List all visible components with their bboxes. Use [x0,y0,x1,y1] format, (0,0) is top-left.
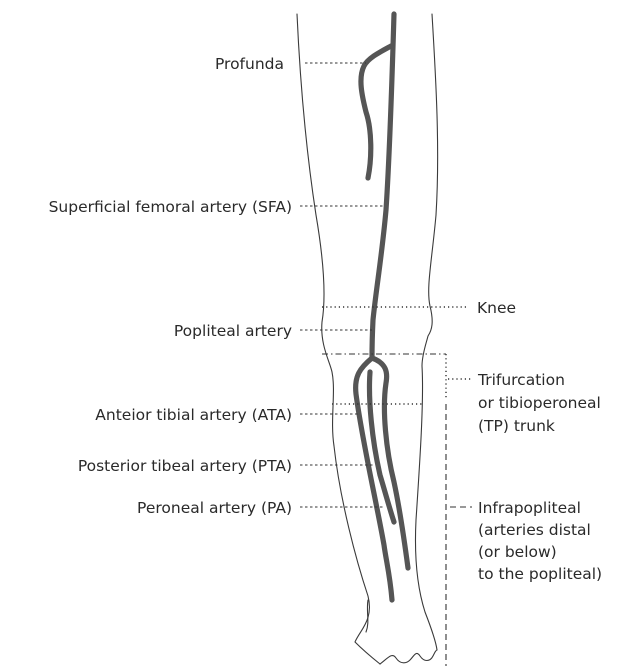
main-artery-path [372,14,394,358]
label-infrapopliteal-line-4: to the popliteal) [478,565,602,583]
foot-outline [380,650,437,664]
label-pta: Posterior tibeal artery (PTA) [78,457,292,475]
label-pa: Peroneal artery (PA) [137,499,292,517]
label-infrapopliteal-line-1: Infrapopliteal [478,499,581,517]
leg-outline-right [415,14,437,650]
label-trifurcation-line-3: (TP) trunk [478,417,555,435]
label-trifurcation: Trifurcation or tibioperoneal (TP) trunk [477,371,606,435]
labels: Profunda Superficial femoral artery (SFA… [49,55,606,583]
label-infrapopliteal: Infrapopliteal (arteries distal (or belo… [478,499,602,583]
label-trifurcation-line-1: Trifurcation [477,371,565,389]
label-popliteal: Popliteal artery [174,322,292,340]
ankle-fold [366,600,368,632]
label-infrapopliteal-line-2: (arteries distal [478,521,591,539]
label-knee: Knee [477,299,516,317]
label-trifurcation-line-2: or tibioperoneal [478,394,601,412]
label-sfa: Superficial femoral artery (SFA) [49,198,292,216]
label-profunda: Profunda [215,55,284,73]
label-infrapopliteal-line-3: (or below) [478,543,557,561]
leader-lines [300,63,466,507]
label-ata: Anteior tibial artery (ATA) [95,406,292,424]
